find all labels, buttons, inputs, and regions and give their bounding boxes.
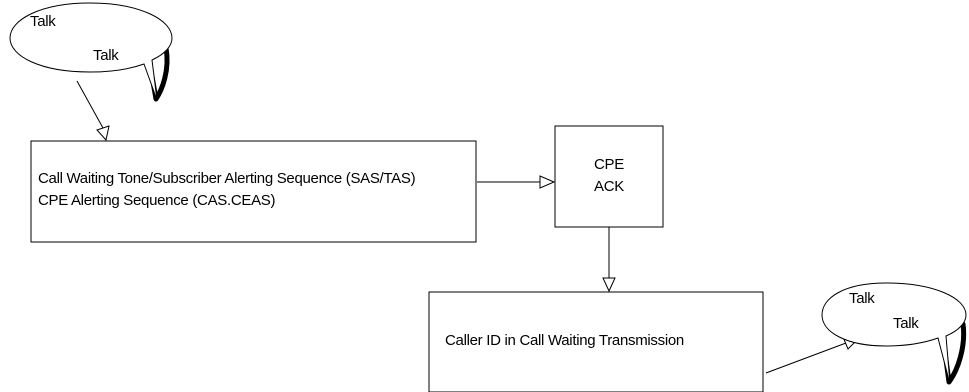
cpe-ack-box-line-2: ACK	[594, 178, 624, 195]
alerting-box-line-2: CPE Alerting Sequence (CAS.CEAS)	[38, 192, 275, 209]
edge-cpe-ack-to-caller-id	[602, 227, 616, 293]
edge-bubble-to-alerting	[76, 80, 110, 142]
speech-bubble-start: Talk Talk	[9, 2, 173, 102]
edge-caller-id-to-bubble	[765, 336, 861, 374]
edge-alerting-to-cpe-ack	[477, 175, 556, 189]
speech-bubble-start-line-1: Talk	[30, 13, 56, 30]
cpe-ack-box-line-1: CPE	[594, 156, 624, 173]
cpe-ack-box: CPE ACK	[554, 125, 664, 228]
alerting-box: Call Waiting Tone/Subscriber Alerting Se…	[30, 140, 477, 243]
caller-id-box: Caller ID in Call Waiting Transmission	[428, 291, 764, 392]
speech-bubble-end: Talk Talk	[821, 282, 967, 385]
caller-id-box-line-1: Caller ID in Call Waiting Transmission	[445, 332, 684, 349]
speech-bubble-end-line-1: Talk	[849, 290, 875, 307]
speech-bubble-start-line-2: Talk	[93, 47, 119, 64]
alerting-box-line-1: Call Waiting Tone/Subscriber Alerting Se…	[38, 170, 416, 187]
speech-bubble-end-line-2: Talk	[893, 315, 919, 332]
